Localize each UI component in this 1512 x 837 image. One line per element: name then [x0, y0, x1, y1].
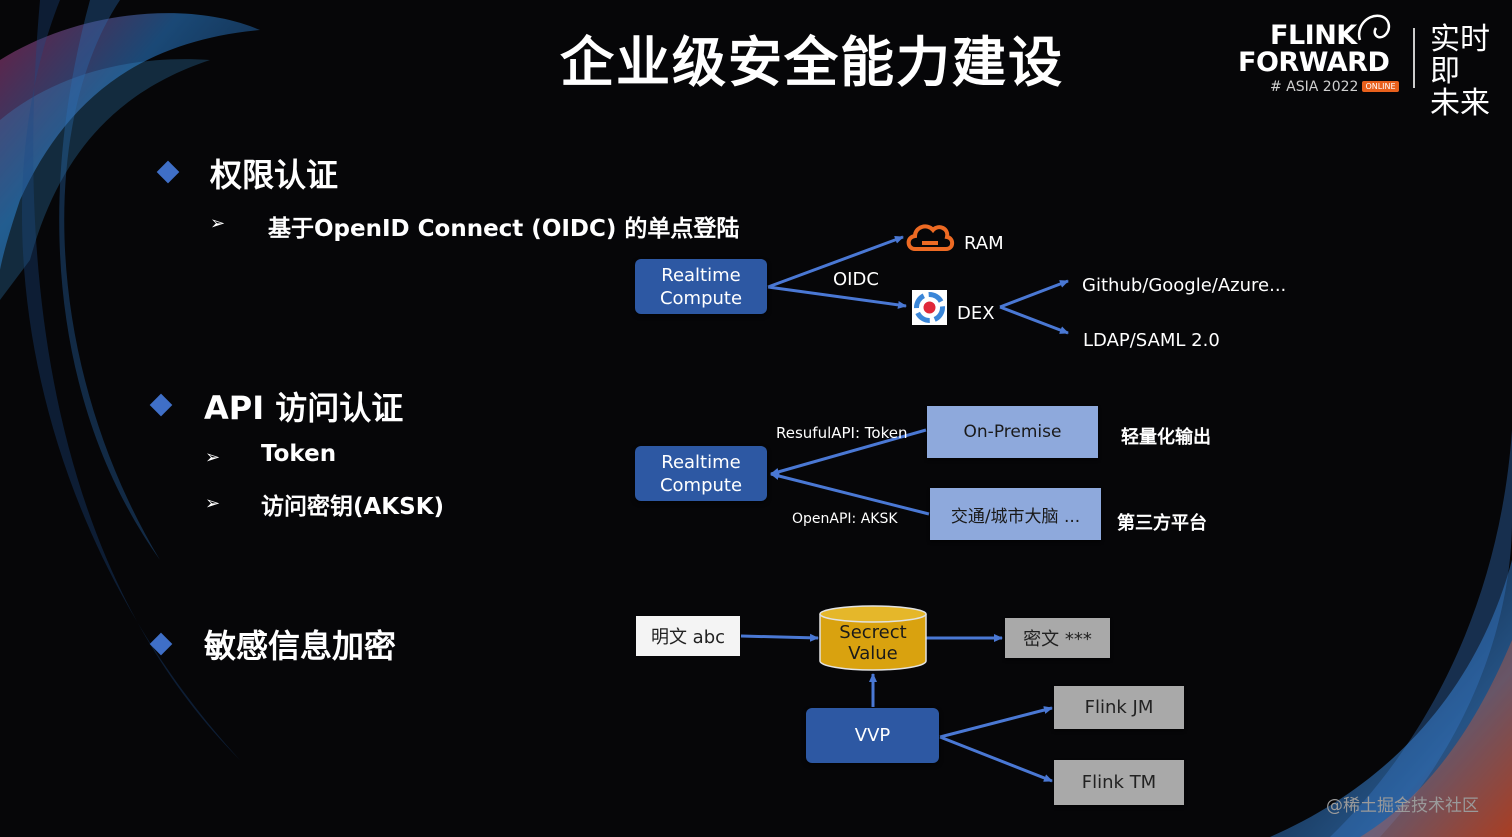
squirrel-icon: [1357, 14, 1391, 41]
idp-ldap-label: LDAP/SAML 2.0: [1083, 330, 1220, 351]
dex-label: DEX: [957, 303, 995, 324]
section-api-item-2: 访问密钥(AKSK): [261, 494, 445, 520]
arrow-rc-ram: [767, 235, 904, 289]
arrow-onprem-rc: [770, 428, 927, 476]
section-auth-heading: 权限认证: [210, 156, 339, 194]
restful-token-label: ResufulAPI: Token: [776, 424, 908, 442]
logo-event: # ASIA 2022: [1270, 79, 1359, 95]
lightweight-output-label: 轻量化输出: [1121, 427, 1211, 448]
logo-divider: [1413, 28, 1415, 88]
arrow-rc-dex: [767, 285, 907, 309]
plaintext-box: 明文 abc: [636, 616, 740, 656]
arrow-plain-store: [740, 633, 819, 642]
arrow-dex-idp1: [999, 279, 1069, 309]
section-api-heading: API 访问认证: [204, 389, 404, 427]
sub-bullet-arrow: ➢: [205, 493, 221, 514]
arrow-dex-idp2: [999, 305, 1069, 335]
openapi-aksk-label: OpenAPI: AKSK: [792, 511, 898, 527]
arrow-city-rc: [770, 472, 930, 516]
online-badge: ONLINE: [1362, 81, 1399, 92]
slogan: 实时即 未来: [1430, 24, 1512, 120]
secret-value-label: Secrect Value: [839, 622, 907, 664]
ciphertext-box: 密文 ***: [1005, 618, 1110, 658]
page-title: 企业级安全能力建设: [560, 31, 1064, 94]
flink-tm-box: Flink TM: [1054, 760, 1184, 805]
section-encrypt-heading: 敏感信息加密: [204, 627, 397, 665]
cloud-icon: [906, 224, 955, 251]
slogan-line2: 未来: [1430, 86, 1490, 121]
arrow-vvp-tm: [939, 735, 1053, 783]
ram-label: RAM: [964, 233, 1004, 254]
logo-line2: FORWARD: [1238, 47, 1390, 78]
arrow-vvp-jm: [939, 706, 1053, 739]
section-auth-item-1: 基于OpenID Connect (OIDC) 的单点登陆: [268, 216, 740, 242]
watermark: @稀土掘金技术社区: [1326, 796, 1479, 816]
sub-bullet-arrow: ➢: [210, 213, 226, 234]
third-party-label: 第三方平台: [1117, 513, 1207, 534]
realtime-compute-box: Realtime Compute: [635, 259, 767, 314]
logo-line1: FLINK: [1270, 20, 1357, 51]
flink-jm-box: Flink JM: [1054, 686, 1184, 729]
vvp-box: VVP: [806, 708, 939, 763]
on-premise-box: On-Premise: [927, 406, 1098, 458]
realtime-compute-box-2: Realtime Compute: [635, 446, 767, 501]
section-api-item-1: Token: [261, 441, 337, 467]
dex-icon: [912, 290, 947, 325]
oidc-label: OIDC: [833, 269, 879, 290]
city-brain-box: 交通/城市大脑 ...: [930, 488, 1101, 540]
sub-bullet-arrow: ➢: [205, 447, 221, 468]
secret-store-cylinder: [819, 605, 927, 671]
slogan-line1: 实时即: [1430, 22, 1490, 89]
idp-github-label: Github/Google/Azure...: [1082, 275, 1287, 296]
